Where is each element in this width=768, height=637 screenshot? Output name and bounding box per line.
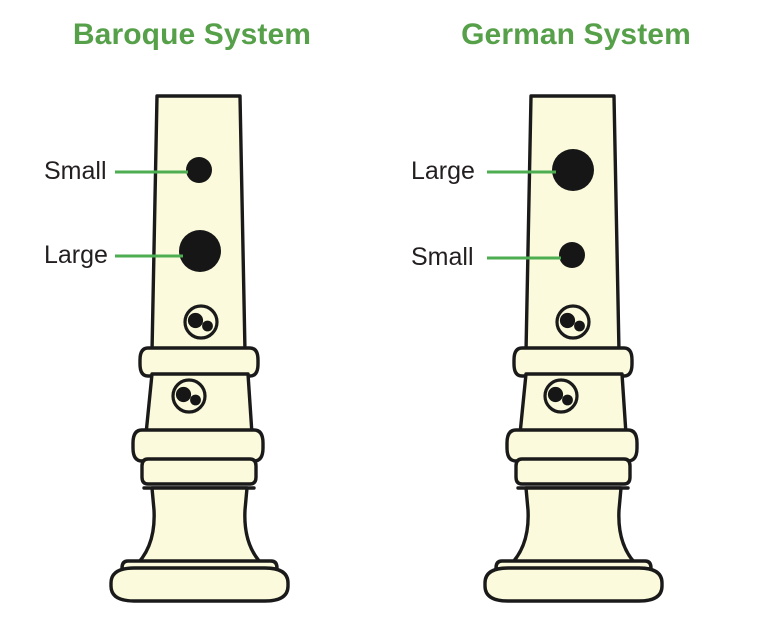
- hole-baroque-lower-large: [179, 230, 221, 272]
- hole-german-double-upper: [555, 304, 591, 340]
- recorder-baroque: [109, 94, 290, 603]
- panel-title-baroque: Baroque System: [72, 18, 312, 51]
- hole-baroque-double-upper: [183, 304, 219, 340]
- label-german-lower-hole: Small: [411, 243, 474, 271]
- label-german-upper-hole: Large: [411, 157, 475, 185]
- label-baroque-lower-hole: Large: [44, 241, 108, 269]
- hole-german-upper-large: [552, 149, 594, 191]
- hole-german-lower-small: [559, 242, 585, 268]
- hole-baroque-double-lower: [171, 378, 207, 414]
- label-baroque-upper-hole: Small: [44, 157, 107, 185]
- hole-german-double-lower: [543, 378, 579, 414]
- recorder-german: [483, 94, 664, 603]
- panel-title-german: German System: [461, 18, 691, 51]
- hole-baroque-upper-small: [186, 157, 212, 183]
